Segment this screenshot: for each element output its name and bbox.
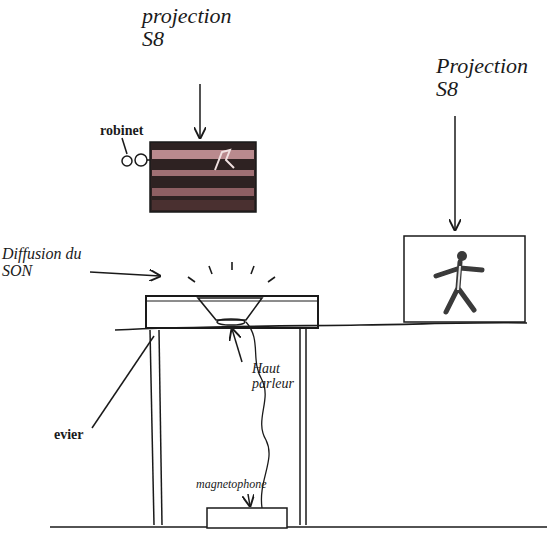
table-legs [150, 328, 306, 525]
leader-arrow [454, 116, 456, 230]
table-leg [305, 328, 307, 525]
part-label: evier [54, 428, 114, 443]
leader-arrow [90, 272, 160, 276]
tap-symbol [122, 154, 150, 166]
leader-arrow [199, 84, 201, 138]
sound-ray [209, 266, 212, 274]
table-leg [159, 330, 162, 525]
fencer-highlight [458, 266, 460, 290]
film-band [152, 200, 254, 210]
leader-line [92, 336, 154, 428]
projection-screen [404, 236, 525, 322]
leader-lines [90, 84, 455, 506]
screen-frame [150, 142, 256, 212]
film-figure [215, 150, 234, 170]
sound-rays [188, 262, 275, 282]
tap-knob [135, 154, 147, 166]
sound-ray [188, 277, 195, 282]
projection-screen [150, 142, 256, 212]
sink-basin [146, 296, 318, 328]
sound-ray [251, 266, 254, 274]
speaker-magnet [217, 319, 245, 325]
projection-label: projection S8 [142, 4, 242, 50]
table-leg [299, 328, 301, 525]
projection-label: Projection S8 [436, 54, 546, 100]
floor-line [50, 526, 547, 527]
fencer-head [457, 251, 467, 261]
tap-knob [122, 156, 132, 166]
speaker-cone [198, 298, 262, 320]
sound-label: Diffusion du SON [2, 246, 84, 280]
film-band [152, 188, 254, 196]
sink-rim [146, 301, 318, 302]
film-band [152, 170, 254, 176]
screen-frame [404, 236, 525, 322]
sound-ray [231, 262, 233, 270]
leader-arrow [232, 329, 242, 362]
leader-arrow [248, 494, 250, 506]
sound-ray [268, 277, 275, 282]
table-leg [150, 330, 154, 525]
part-label: Haut parleur [252, 362, 312, 391]
part-label: magnetophone [196, 478, 296, 491]
tape-recorder [207, 508, 287, 528]
film-band [152, 150, 254, 159]
part-label: robinet [100, 124, 170, 139]
tap-pipe [147, 159, 150, 161]
fencer-figure [436, 262, 482, 312]
leader-line [122, 138, 127, 154]
